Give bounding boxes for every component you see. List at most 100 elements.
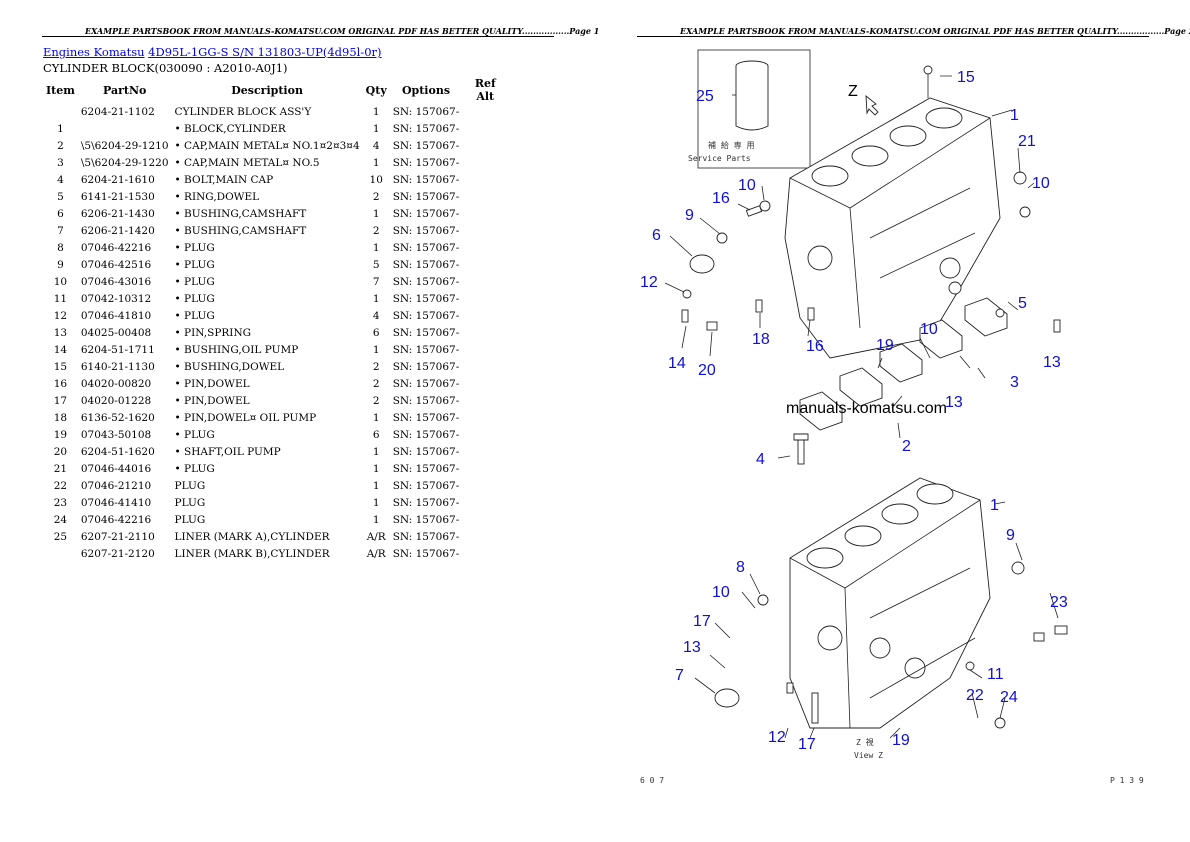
cell-partno: 07046-42216 [80,241,152,254]
callout-13-b: 13 [945,394,963,411]
cell-options: SN: 157067- [392,190,460,203]
cylinder-block-upper [784,97,1001,359]
cell-qty: 4 [372,139,380,152]
page-corner-left: 6 0 7 [640,776,664,785]
cell-partno: 6207-21-2110 [80,530,155,543]
col-header-item: Item [46,83,75,97]
callout-1-b: 1 [990,497,999,514]
cell-description: LINER (MARK A),CYLINDER [174,530,330,543]
cell-refalt [462,171,508,188]
col-header-options: Options [401,83,451,97]
callout-7: 7 [675,667,684,684]
cell-item: 9 [57,258,64,271]
cell-refalt [462,511,508,528]
cell-options: SN: 157067- [392,530,460,543]
cell-partno: 07046-41410 [80,496,152,509]
cell-options: SN: 157067- [392,258,460,271]
callout-14: 14 [668,355,686,372]
cell-description: • CAP,MAIN METAL¤ NO.5 [174,156,320,169]
cell-refalt [462,307,508,324]
cell-partno: 07046-42216 [80,513,152,526]
callout-10-b: 10 [738,177,756,194]
callout-1: 1 [1010,107,1019,124]
cell-item: 14 [53,343,68,356]
cell-item: 5 [57,190,64,203]
cell-item: 1 [57,122,64,135]
cell-qty: 1 [372,445,380,458]
cell-description: • BUSHING,CAMSHAFT [174,207,307,220]
cell-refalt [462,477,508,494]
cell-description: • PLUG [174,258,215,271]
cell-item: 12 [53,309,68,322]
cell-qty: 5 [372,258,380,271]
cell-partno: 6140-21-1130 [80,360,155,373]
cell-options: SN: 157067- [392,428,460,441]
cell-partno: 6136-52-1620 [80,411,155,424]
callout-5: 5 [1018,295,1027,312]
cell-options: SN: 157067- [392,292,460,305]
cell-partno: 07046-42516 [80,258,152,271]
callout-4: 4 [756,451,765,468]
cell-item: 21 [53,462,68,475]
callout-10-d: 10 [712,584,730,601]
cell-qty: 1 [372,241,380,254]
callout-12: 12 [640,274,658,291]
cell-item: 23 [53,496,68,509]
cell-refalt [462,426,508,443]
callout-8: 8 [736,559,745,576]
cell-partno: 07046-44016 [80,462,152,475]
cell-partno: 6206-21-1430 [80,207,155,220]
cell-refalt [462,222,508,239]
callout-25: 25 [696,88,714,105]
callout-23: 23 [1050,594,1068,611]
cell-refalt [462,137,508,154]
cell-qty: 1 [372,479,380,492]
cell-options: SN: 157067- [392,479,460,492]
cell-options: SN: 157067- [392,411,460,424]
service-parts-jp: 補 給 専 用 [708,140,754,150]
page-corner-right: P 1 3 9 [1110,776,1144,785]
cell-qty: 1 [372,513,380,526]
cell-item: 10 [53,275,68,288]
cell-options: SN: 157067- [392,547,460,560]
cell-description: • BUSHING,DOWEL [174,360,285,373]
breadcrumb-link-model[interactable]: 4D95L-1GG-S S/N 131803-UP(4d95l-0r) [148,45,382,59]
cell-options: SN: 157067- [392,241,460,254]
cell-refalt [462,528,508,545]
cell-partno: 6204-51-1711 [80,343,155,356]
cell-options: SN: 157067- [392,394,460,407]
cell-options: SN: 157067- [392,462,460,475]
cell-item: 24 [53,513,68,526]
cell-description: • BUSHING,CAMSHAFT [174,224,307,237]
page-header-2: EXAMPLE PARTSBOOK FROM MANUALS-KOMATSU.C… [680,26,1190,36]
exploded-parts-diagram: 25 補 給 専 用 Service Parts Z [640,49,1144,785]
cell-options: SN: 157067- [392,496,460,509]
main-caps [793,297,1008,465]
cell-description: • PLUG [174,241,215,254]
cell-partno: 6207-21-2120 [80,547,155,560]
cell-item: 8 [57,241,64,254]
parts-table: Item PartNo Description Qty Options Ref … [43,77,508,562]
cell-partno: 6141-21-1530 [80,190,155,203]
cell-qty: A/R [366,530,386,543]
cell-partno: \5\6204-29-1210 [80,139,169,152]
cell-options: SN: 157067- [392,275,460,288]
cell-qty: 1 [372,462,380,475]
col-header-description: Description [231,83,303,97]
breadcrumb-link-engines[interactable]: Engines Komatsu [43,45,145,59]
cell-refalt [462,188,508,205]
cell-description: PLUG [174,496,206,509]
cell-partno: 04025-00408 [80,326,152,339]
cell-partno: 6204-21-1610 [80,173,155,186]
